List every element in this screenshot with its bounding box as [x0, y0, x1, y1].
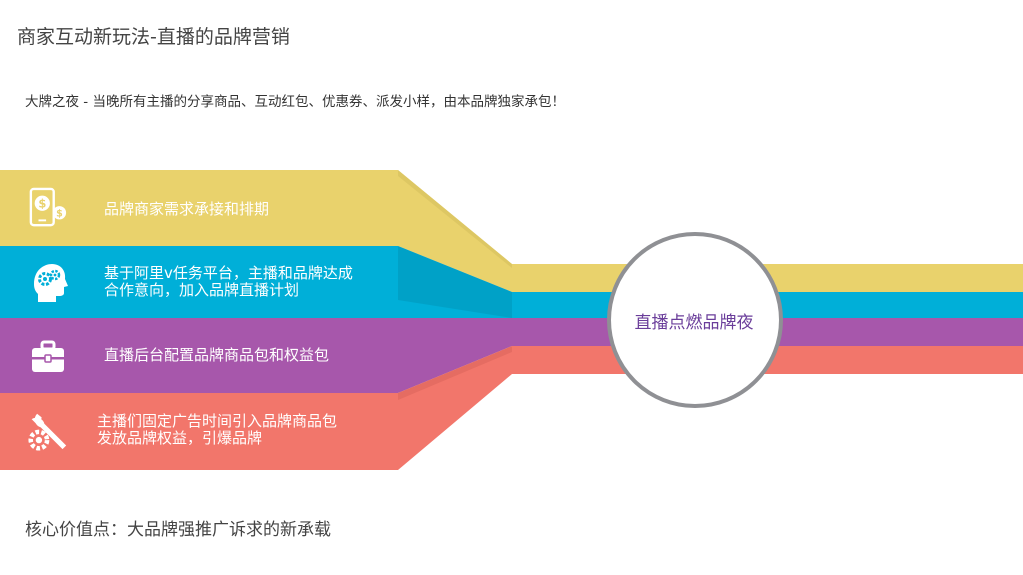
- page-title: 商家互动新玩法-直播的品牌营销: [17, 26, 290, 48]
- briefcase-icon: [28, 336, 68, 376]
- footer-text: 核心价值点：大品牌强推广诉求的新承载: [25, 520, 331, 540]
- band-4-funnel: [398, 346, 512, 470]
- svg-text:$: $: [38, 197, 46, 211]
- page-subtitle: 大牌之夜 - 当晚所有主播的分享商品、互动红包、优惠券、派发小样，由本品牌独家承…: [25, 94, 565, 110]
- step-2: 基于阿里v任务平台，主播和品牌达成 合作意向，加入品牌直播计划: [0, 246, 398, 318]
- phone-money-icon: $ $: [28, 187, 68, 228]
- head-gears-icon: [28, 262, 68, 302]
- band-2-block: [0, 246, 398, 318]
- band-1-block: [0, 170, 398, 246]
- band-3-funnel: [398, 318, 512, 393]
- step-3: 直播后台配置品牌商品包和权益包: [0, 318, 398, 393]
- step-4-label: 主播们固定广告时间引入品牌商品包 发放品牌权益，引爆品牌: [97, 412, 338, 447]
- center-label: 直播点燃品牌夜: [634, 313, 754, 333]
- wrench-gear-icon: [28, 411, 68, 451]
- band-1-funnel: [398, 170, 512, 292]
- step-4: 主播们固定广告时间引入品牌商品包 发放品牌权益，引爆品牌: [0, 393, 398, 470]
- center-circle: [607, 232, 783, 408]
- band-4-block: [0, 393, 398, 470]
- band-1-funnel-shade: [398, 170, 512, 268]
- band-4-funnel-shade: [398, 346, 512, 400]
- band-2-funnel-shade: [398, 246, 512, 318]
- step-3-label: 直播后台配置品牌商品包和权益包: [104, 346, 330, 364]
- band-3-block: [0, 318, 398, 393]
- svg-text:$: $: [56, 209, 63, 220]
- step-1: $ $ 品牌商家需求承接和排期: [0, 170, 398, 246]
- step-1-label: 品牌商家需求承接和排期: [104, 200, 270, 218]
- step-2-label: 基于阿里v任务平台，主播和品牌达成 合作意向，加入品牌直播计划: [104, 264, 353, 299]
